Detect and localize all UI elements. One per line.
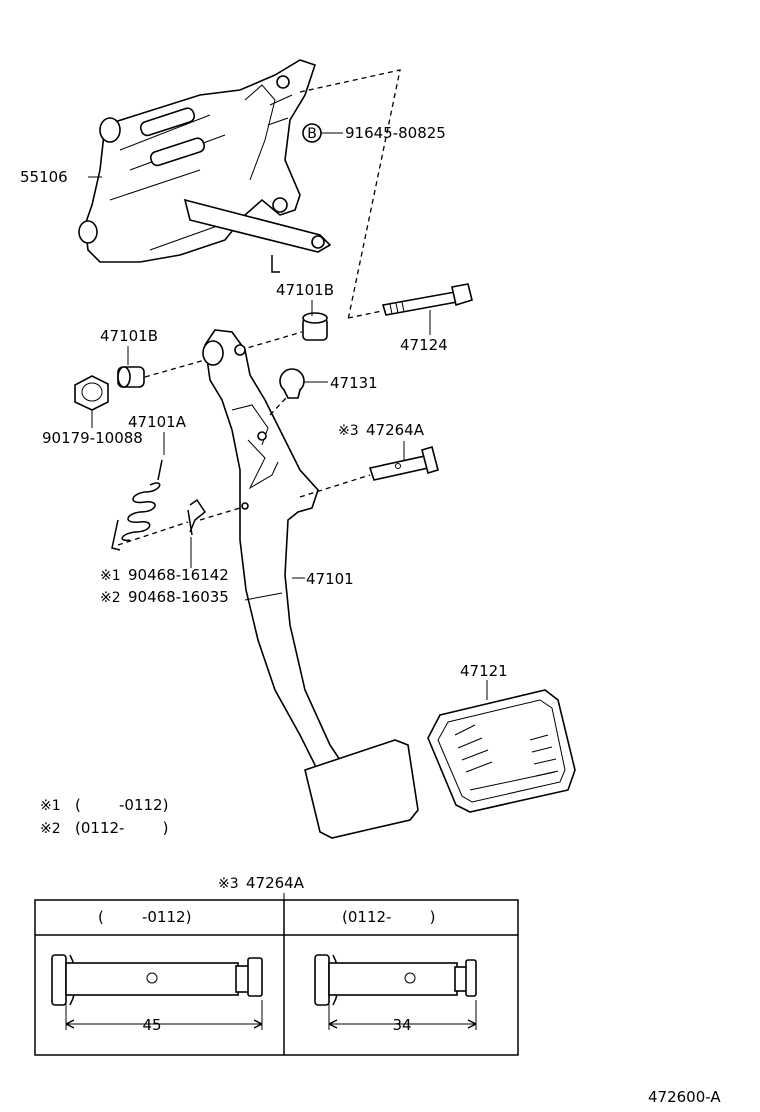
bolt-47124[interactable] bbox=[381, 283, 473, 316]
detail-title: 47264A bbox=[246, 874, 305, 892]
pedal-bracket[interactable] bbox=[78, 59, 332, 273]
callout-bushing-right: 47101B bbox=[276, 281, 334, 299]
callout-pin-mark: ※3 bbox=[338, 423, 359, 439]
callout-clip1: 90468-16142 bbox=[128, 566, 229, 584]
callout-clip1-mark: ※1 bbox=[100, 568, 121, 584]
callout-pad-cushion: 47131 bbox=[330, 374, 378, 392]
note2-range: (0112- ) bbox=[75, 819, 168, 837]
detail-pin-right bbox=[314, 954, 477, 1006]
nut-90179[interactable] bbox=[74, 375, 109, 411]
callout-bracket: 55106 bbox=[20, 168, 68, 186]
note1-mark: ※1 bbox=[40, 798, 61, 814]
callout-clip2: 90468-16035 bbox=[128, 588, 229, 606]
callout-bolt-code: 91645-80825 bbox=[345, 124, 446, 142]
cushion-47131[interactable] bbox=[279, 368, 305, 399]
detail-pin-left bbox=[51, 954, 263, 1006]
callout-pin: 47264A bbox=[366, 421, 425, 439]
bushing-left[interactable] bbox=[117, 366, 145, 388]
detail-table bbox=[34, 899, 519, 1056]
spring-47101A[interactable] bbox=[111, 459, 163, 551]
detail-right-header: (0112- ) bbox=[342, 908, 435, 926]
pedal-arm[interactable] bbox=[202, 329, 342, 777]
clip-90468[interactable] bbox=[187, 498, 207, 536]
callout-pedal-arm: 47101 bbox=[306, 570, 354, 588]
bushing-right[interactable] bbox=[302, 312, 328, 341]
pedal-pad-47121[interactable] bbox=[427, 689, 576, 813]
detail-left-header: ( -0112) bbox=[98, 908, 191, 926]
callout-bushing-left: 47101B bbox=[100, 327, 158, 345]
pedal-foot[interactable] bbox=[304, 739, 419, 839]
detail-title-mark: ※3 bbox=[218, 876, 239, 892]
detail-right-dim: 34 bbox=[392, 1016, 411, 1034]
note1-range: ( -0112) bbox=[75, 796, 168, 814]
bolt-marker: B bbox=[307, 126, 317, 142]
detail-left-dim: 45 bbox=[142, 1016, 161, 1034]
pin-47264A[interactable] bbox=[368, 445, 439, 481]
callout-nut: 90179-10088 bbox=[42, 429, 143, 447]
callout-clip2-mark: ※2 bbox=[100, 590, 121, 606]
diagram-code: 472600-A bbox=[648, 1088, 721, 1106]
callout-pedal-pad: 47121 bbox=[460, 662, 508, 680]
callout-bolt: 47124 bbox=[400, 336, 448, 354]
callout-spring: 47101A bbox=[128, 413, 187, 431]
note2-mark: ※2 bbox=[40, 821, 61, 837]
